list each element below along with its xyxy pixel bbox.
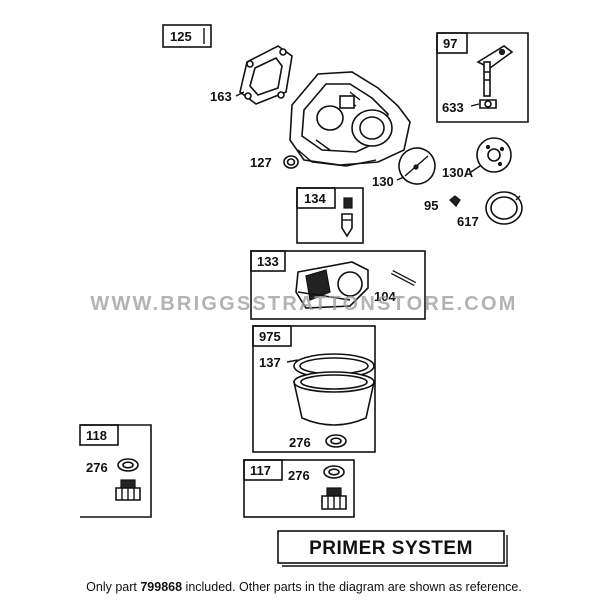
callout-box-125[interactable]: 125 (162, 24, 212, 48)
callout-117: 117 (250, 463, 271, 478)
callout-127: 127 (250, 155, 272, 170)
carburetor-body (289, 71, 411, 167)
callout-box-97[interactable]: 97 (436, 32, 529, 123)
callout-box-133[interactable]: 133 (250, 250, 426, 320)
callout-163: 163 (210, 89, 232, 104)
callout-975: 975 (259, 329, 281, 344)
callout-97: 97 (443, 36, 457, 51)
bowl-part-975 (293, 371, 375, 426)
callout-276-118: 276 (86, 460, 108, 475)
bolt-part-117 (321, 487, 347, 510)
callout-box-134[interactable]: 134 (296, 187, 364, 244)
float-part-133 (295, 261, 369, 309)
callout-130a: 130A (442, 165, 474, 180)
gasket-part-137 (293, 353, 375, 379)
title-box: PRIMER SYSTEM (277, 530, 508, 567)
washer-part-276-118[interactable] (117, 458, 139, 472)
footer-prefix: Only part (86, 580, 141, 594)
callout-box-975[interactable]: 975 (252, 325, 376, 453)
pin-part-104[interactable] (390, 270, 417, 286)
callout-276-975: 276 (289, 435, 311, 450)
callout-133: 133 (257, 254, 279, 269)
callout-box-117[interactable]: 117 (243, 459, 355, 518)
watermark-text: WWW.BRIGGSSTRATTONSTORE.COM (90, 293, 517, 315)
footer-part-number[interactable]: 799868 (140, 580, 183, 594)
callout-118: 118 (86, 428, 107, 443)
callout-617: 617 (457, 214, 479, 229)
choke-plate-part-130a[interactable] (476, 137, 512, 173)
callout-134: 134 (304, 191, 326, 206)
screw-part-95[interactable] (449, 195, 461, 207)
bolt-part-118 (115, 479, 141, 501)
callout-95: 95 (424, 198, 438, 213)
callout-130: 130 (372, 174, 394, 189)
ring-part-617[interactable] (485, 191, 523, 225)
footer-note: Only part 799868 included. Other parts i… (0, 580, 608, 594)
callout-276-117: 276 (288, 468, 310, 483)
gasket-part-163[interactable] (239, 45, 293, 105)
callout-104: 104 (374, 289, 396, 304)
throttle-shaft-part-97 (476, 45, 514, 97)
diagram-title: PRIMER SYSTEM (309, 538, 473, 559)
callout-137: 137 (259, 355, 281, 370)
footer-suffix: included. Other parts in the diagram are… (182, 580, 522, 594)
callout-125: 125 (170, 29, 192, 44)
washer-part-276-975[interactable] (325, 434, 347, 448)
needle-part-134 (341, 197, 353, 238)
seal-part-633[interactable] (479, 99, 497, 109)
callout-633: 633 (442, 100, 464, 115)
callout-box-118[interactable]: 118 (79, 424, 152, 518)
washer-part-276-117[interactable] (323, 465, 345, 479)
o-ring-part-127[interactable] (283, 155, 299, 169)
throttle-plate-part-130[interactable] (393, 142, 441, 190)
